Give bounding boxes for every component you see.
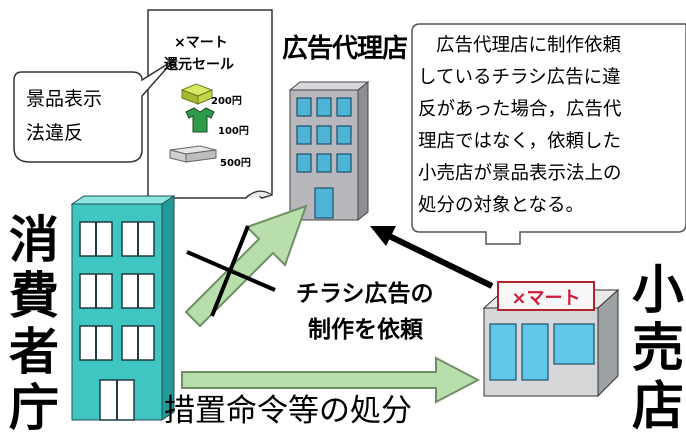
- flyer-price-box: 500円: [220, 158, 251, 169]
- request-label-line-2: 制作を依頼: [308, 317, 423, 343]
- note-line-5: 小売店が景品表示法上の: [418, 163, 622, 184]
- retail-store-label: 小 売 店: [630, 262, 686, 436]
- request-arrow: [370, 226, 494, 289]
- action-arrow: [181, 356, 481, 404]
- flyer-sale-title: 還元セール: [164, 57, 234, 73]
- note-line-6: 処分の対象となる。: [418, 195, 584, 216]
- consumer-agency-char-3: 者: [9, 323, 59, 381]
- retail-store-char-2: 売: [631, 319, 684, 379]
- shirt-icon: [185, 107, 215, 133]
- callout-line-1: 景品表示: [26, 88, 103, 110]
- gift-box-icon: [169, 145, 217, 163]
- retail-store-building: [482, 281, 620, 398]
- consumer-agency-char-1: 消: [9, 211, 59, 269]
- action-label: 措置命令等の処分: [164, 393, 412, 429]
- store-sign-text: ×マート: [511, 288, 581, 309]
- retail-store-char-3: 店: [631, 377, 684, 437]
- note-line-1: 広告代理店に制作依頼: [436, 35, 622, 56]
- request-arrow-crossed: [184, 204, 308, 328]
- agency-label: 広告代理店: [282, 34, 408, 64]
- agency-building: [288, 80, 370, 222]
- request-label: チラシ広告の 制作を依頼: [296, 276, 434, 348]
- note-line-2: しているチラシ広告に違: [418, 67, 621, 88]
- request-label-line-1: チラシ広告の: [296, 281, 434, 307]
- callout-line-2: 法違反: [26, 122, 84, 144]
- consumer-agency-label: 消 費 者 庁: [6, 212, 62, 436]
- callout-bubble: [13, 59, 175, 163]
- note-line-4: 理店ではなく，依頼した: [418, 131, 621, 152]
- flyer-price-shirt: 100円: [218, 126, 249, 137]
- consumer-agency-char-2: 費: [9, 267, 59, 325]
- cross-out-line-2: [210, 225, 250, 317]
- note-text: 広告代理店に制作依頼 しているチラシ広告に違 反があった場合，広告代 理店ではな…: [418, 30, 682, 222]
- consumer-agency-building: [70, 195, 176, 421]
- gold-bars-icon: [180, 83, 214, 105]
- note-box: [411, 23, 686, 245]
- flyer-curl: [245, 190, 273, 199]
- retail-store-char-1: 小: [631, 261, 684, 321]
- flyer-price-gold: 200円: [211, 96, 242, 107]
- flyer-store-title: ×マート: [174, 35, 228, 51]
- consumer-agency-char-4: 庁: [9, 379, 59, 437]
- note-line-3: 反があった場合，広告代: [418, 99, 622, 120]
